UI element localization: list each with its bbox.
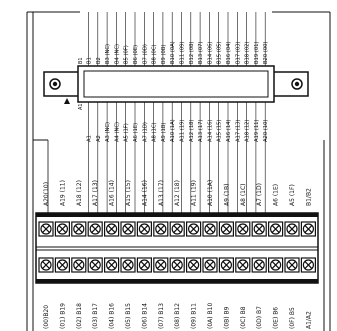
connector-top-pin-label: B16 (04) <box>226 42 232 64</box>
connector-bottom-pin-label: A7 (1D) <box>142 122 148 142</box>
lower-terminal-label: (02) B18 <box>76 303 83 329</box>
connector-b-row-mark: B1 <box>78 57 84 64</box>
upper-terminal-label: A15 (15) <box>125 180 132 206</box>
connector-bottom-pin-label: A6 (1E) <box>133 123 139 142</box>
connector-top-pin-label: B19 (01) <box>254 42 260 64</box>
connector-bottom-pin-label: A14 (16) <box>207 120 213 142</box>
mounting-hole-left-inner <box>52 81 58 87</box>
connector-socket <box>83 70 269 98</box>
connector-top-pin-label: B9 (0B) <box>161 45 167 64</box>
lower-terminal-label: (0D) B7 <box>256 306 263 329</box>
pin1-marker-icon <box>64 98 70 104</box>
lower-terminal-label: (0A) B10 <box>207 303 214 329</box>
connector-top-pin-label: B7 (0D) <box>142 44 148 64</box>
connector-top-pin-label: B13 (07) <box>198 42 204 64</box>
connector-bottom-pin-label: A12 (18) <box>189 120 195 142</box>
upper-terminal-label: A11 (19) <box>191 180 198 206</box>
connector-bottom-pin-label: A20 (10) <box>263 120 269 142</box>
connector-top-pin-label: B3 (NC) <box>105 44 111 64</box>
terminal-block-top-rail <box>36 213 318 217</box>
lower-terminal-label: (01) B19 <box>59 303 66 329</box>
upper-terminal-label: A13 (17) <box>158 180 165 206</box>
connector-top-pin-label: B17 (03) <box>235 42 241 64</box>
lower-terminal-label: (08) B12 <box>174 303 181 329</box>
connector-bottom-pin-label: A2 <box>96 135 102 142</box>
connector-top-pin-label: B10 (0A) <box>170 41 176 64</box>
connector-bottom-pin-label: A18 (12) <box>245 120 251 142</box>
lower-terminal-label: (04) B16 <box>109 303 116 329</box>
upper-terminal-label: A19 (11) <box>59 180 66 206</box>
upper-terminal-label: A8 (1C) <box>240 183 247 206</box>
lower-terminal-label: (0E) B6 <box>273 307 280 329</box>
lower-terminal-label: (03) B17 <box>92 303 99 329</box>
connector-top-pin-label: B14 (06) <box>207 42 213 64</box>
lower-terminal-row <box>38 257 316 273</box>
upper-terminal-label: A7 (1D) <box>256 183 263 206</box>
connector-bottom-pin-label: A3 (NC) <box>105 122 111 142</box>
mounting-hole-right-inner <box>294 81 300 87</box>
upper-terminal-label: A9 (1B) <box>223 184 230 206</box>
connector-top-pin-label: B2 <box>96 57 102 64</box>
lower-terminal-label: (00)B20 <box>43 305 50 329</box>
connector-bottom-pin-label: A19 (11) <box>254 120 260 142</box>
connector-bottom-pin-label: A10 (1A) <box>170 119 176 142</box>
lower-terminal-label: (05) B15 <box>125 303 132 329</box>
lower-terminal-label: (06) B14 <box>141 303 148 329</box>
connector-bottom-pin-label: A8 (1C) <box>152 123 158 142</box>
connector-bottom-pin-label: A17 (13) <box>235 120 241 142</box>
upper-terminal-label: B1/B2 <box>305 188 312 206</box>
connector-bottom-pin-label: A1 <box>87 135 93 142</box>
connector-bottom-pin-label: A16 (14) <box>226 120 232 142</box>
connector-a-row-mark: A1 <box>78 103 84 110</box>
connector-top-pin-label: B11 (09) <box>180 42 186 64</box>
lower-terminal-label: (0C) B8 <box>240 306 247 329</box>
upper-terminal-label: A6 (1E) <box>273 184 280 206</box>
lower-terminal-label: (0F) B5 <box>289 307 296 329</box>
upper-terminal-label: A18 (12) <box>76 180 83 206</box>
connector-top-pin-label: B12 (08) <box>189 42 195 64</box>
lower-terminal-label: (0B) B9 <box>223 306 230 329</box>
connector-bottom-pin-label: A4 (NC) <box>114 122 120 142</box>
ribbon-connector: B1 A1 <box>43 57 309 110</box>
connector-bottom-pin-label: A13 (17) <box>198 120 204 142</box>
upper-terminal-label: A20(10) <box>43 182 50 206</box>
connector-top-pin-label: B8 (0C) <box>152 45 158 64</box>
upper-terminal-label: A17 (13) <box>92 180 99 206</box>
connector-bottom-pin-label: A11 (19) <box>180 120 186 142</box>
lower-terminal-label: (07) B13 <box>158 303 165 329</box>
connector-bottom-pin-label: A5 (1F) <box>124 123 130 142</box>
connector-top-pin-label: B5 (0F) <box>124 45 130 64</box>
upper-terminal-label: A5 (1F) <box>289 184 296 206</box>
connector-top-pin-label: B18 (02) <box>245 42 251 64</box>
lower-terminal-label: A1/A2 <box>305 311 312 329</box>
connector-top-pin-label: B6 (0E) <box>133 45 139 64</box>
upper-terminal-label: A12 (18) <box>174 180 181 206</box>
lower-terminal-label: (09) B11 <box>191 303 198 329</box>
connector-bottom-pin-label: A9 (1B) <box>161 123 167 142</box>
wiring-frame <box>26 11 331 331</box>
upper-terminal-row <box>38 221 316 237</box>
connector-top-pin-label: B1 <box>87 57 93 64</box>
connector-top-pin-label: B20 (00) <box>263 42 269 64</box>
upper-terminal-label: A16 (14) <box>109 180 116 206</box>
connector-top-pin-label: B4 (NC) <box>114 44 120 64</box>
upper-terminal-labels: A20(10) A19 (11) A18 (12) A17 (13) A16 (14) A… <box>43 180 312 206</box>
connector-top-pin-label: B15 (05) <box>217 42 223 64</box>
upper-terminal-label: A10 (1A) <box>207 180 214 206</box>
upper-terminal-label: A14 (16) <box>141 180 148 206</box>
terminal-block-bottom-rail <box>36 279 318 283</box>
connector-bottom-pin-label: A15 (15) <box>217 120 223 142</box>
lower-terminal-labels: (00)B20 (01) B19 (02) B18 (03) B17 (04) B16 (… <box>43 303 312 329</box>
